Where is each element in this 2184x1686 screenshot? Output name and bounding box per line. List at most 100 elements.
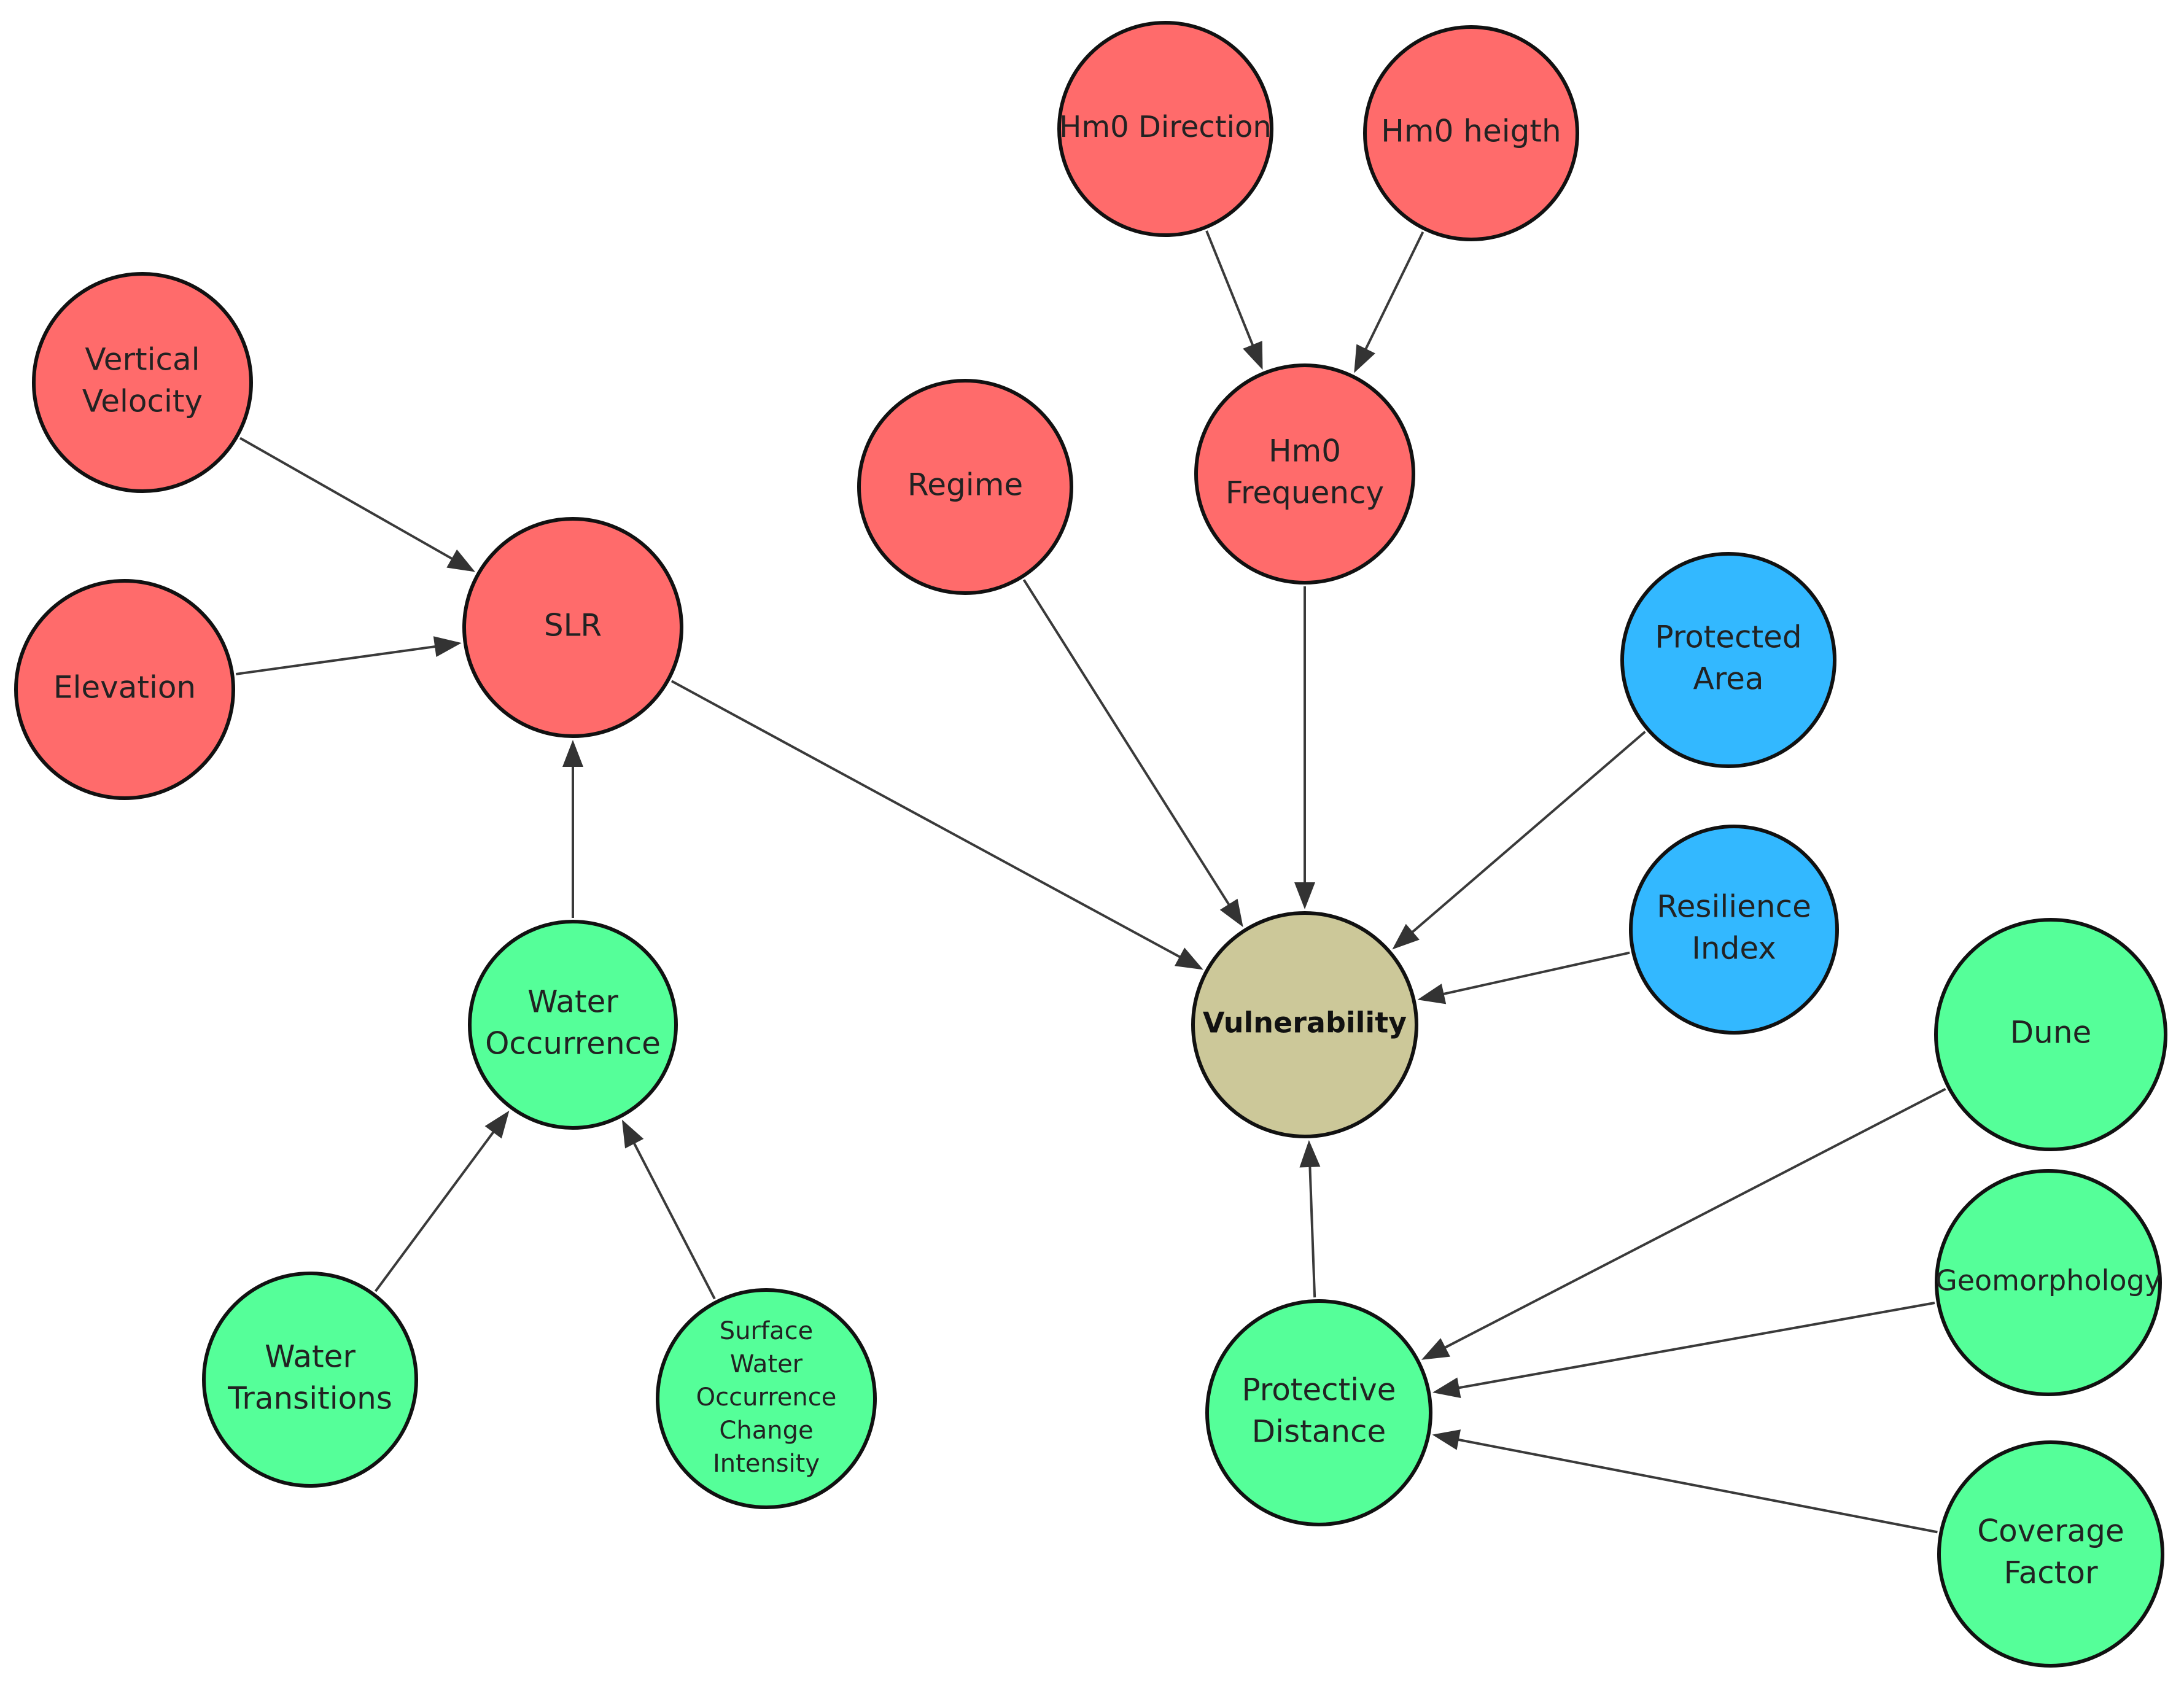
node-label: Water xyxy=(265,1339,356,1375)
arrowhead-icon xyxy=(1432,1377,1461,1398)
node-label: Protected xyxy=(1655,620,1801,655)
edge-hm0_direction-to-hm0_frequency xyxy=(1205,230,1263,370)
node-label: Occurrence xyxy=(485,1026,661,1062)
edge-vertical_velocity-to-slr xyxy=(239,437,475,572)
arrowhead-icon xyxy=(1392,923,1420,950)
edge-elevation-to-slr xyxy=(235,636,462,675)
node-label: Hm0 Direction xyxy=(1059,110,1272,144)
node-circle[interactable] xyxy=(1205,1299,1432,1526)
node-circle[interactable] xyxy=(1934,918,2167,1151)
node-circle[interactable] xyxy=(1363,25,1579,241)
arrowhead-icon xyxy=(484,1110,510,1139)
node-hm0-direction[interactable]: Hm0 Direction xyxy=(1057,21,1273,237)
edge-regime-to-vulnerability xyxy=(1022,579,1243,928)
node-label: SLR xyxy=(544,608,602,643)
node-circle[interactable] xyxy=(1935,1169,2162,1396)
edge-line xyxy=(670,680,1183,959)
arrowhead-icon xyxy=(446,549,475,572)
node-circle[interactable] xyxy=(14,579,235,800)
edge-slr-to-vulnerability xyxy=(670,680,1203,970)
edge-protected_area-to-vulnerability xyxy=(1392,731,1646,950)
node-dune[interactable]: Dune xyxy=(1934,918,2167,1151)
edge-line xyxy=(235,645,438,675)
node-label: Regime xyxy=(907,467,1023,503)
node-label: Elevation xyxy=(53,670,196,705)
arrowhead-icon xyxy=(1243,341,1263,370)
node-label: Geomorphology xyxy=(1935,1264,2161,1297)
node-slr[interactable]: SLR xyxy=(462,517,683,738)
edge-water_transitions-to-water_occurrence xyxy=(374,1110,510,1292)
node-label: Factor xyxy=(2003,1555,2097,1591)
node-regime[interactable]: Regime xyxy=(857,379,1073,595)
node-vulnerability[interactable]: Vulnerability xyxy=(1191,911,1418,1138)
arrowhead-icon xyxy=(433,636,462,657)
arrowhead-icon xyxy=(1417,984,1447,1004)
arrowhead-icon xyxy=(621,1119,644,1149)
node-circle[interactable] xyxy=(32,272,253,493)
edge-line xyxy=(1442,1087,1946,1350)
edge-line xyxy=(1456,1302,1935,1389)
edge-line xyxy=(374,1129,496,1292)
node-geomorphology[interactable]: Geomorphology xyxy=(1935,1169,2162,1396)
node-label: Velocity xyxy=(82,384,203,419)
node-label: Vulnerability xyxy=(1203,1006,1407,1039)
arrowhead-icon xyxy=(1294,882,1315,909)
node-circle[interactable] xyxy=(202,1272,418,1488)
node-circle[interactable] xyxy=(462,517,683,738)
node-label: Water xyxy=(730,1350,803,1378)
node-circle[interactable] xyxy=(1057,21,1273,237)
node-label: Coverage xyxy=(1977,1513,2124,1549)
edge-line xyxy=(1205,230,1255,348)
node-label: Transitions xyxy=(227,1381,392,1416)
edge-line xyxy=(1308,1164,1316,1298)
node-label: Hm0 heigth xyxy=(1381,114,1561,149)
edge-line xyxy=(1456,1438,1938,1534)
edge-hm0_heigth-to-hm0_frequency xyxy=(1354,231,1424,373)
node-label: Resilience xyxy=(1657,889,1811,925)
node-circle[interactable] xyxy=(857,379,1073,595)
node-circle[interactable] xyxy=(1191,911,1418,1138)
node-label: Index xyxy=(1692,931,1776,966)
edge-line xyxy=(632,1141,716,1300)
node-label: Vertical xyxy=(85,342,200,378)
node-label: Protective xyxy=(1242,1372,1396,1408)
node-label: Hm0 xyxy=(1269,433,1341,469)
node-circle[interactable] xyxy=(1620,552,1836,768)
arrowhead-icon xyxy=(562,740,583,767)
edge-line xyxy=(1022,579,1231,907)
node-elevation[interactable]: Elevation xyxy=(14,579,235,800)
node-label: Area xyxy=(1693,661,1763,697)
arrowhead-icon xyxy=(1174,947,1203,970)
node-hm0-heigth[interactable]: Hm0 heigth xyxy=(1363,25,1579,241)
node-label: Frequency xyxy=(1226,475,1384,511)
arrowhead-icon xyxy=(1219,898,1243,928)
edge-resilience_index-to-vulnerability xyxy=(1417,951,1630,1004)
edge-line xyxy=(1364,231,1424,352)
edges-layer xyxy=(235,230,1946,1534)
node-circle[interactable] xyxy=(656,1288,877,1509)
node-circle[interactable] xyxy=(468,920,678,1130)
node-circle[interactable] xyxy=(1629,825,1839,1035)
node-label: Intensity xyxy=(713,1450,820,1478)
node-label: Water xyxy=(527,984,618,1020)
node-circle[interactable] xyxy=(1194,363,1415,585)
node-circle[interactable] xyxy=(1937,1440,2164,1668)
arrowhead-icon xyxy=(1299,1140,1321,1168)
node-label: Change xyxy=(719,1416,813,1445)
edge-protective_distance-to-vulnerability xyxy=(1299,1140,1321,1298)
node-label: Distance xyxy=(1252,1414,1386,1450)
arrowhead-icon xyxy=(1354,344,1375,373)
edge-line xyxy=(1410,731,1646,934)
edge-line xyxy=(239,437,455,561)
